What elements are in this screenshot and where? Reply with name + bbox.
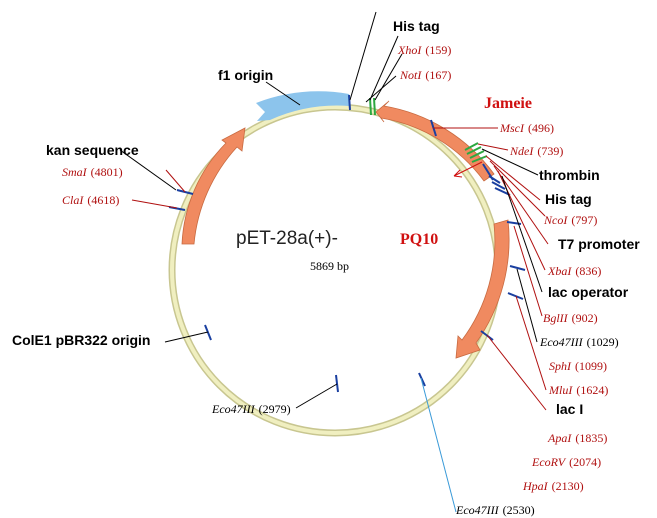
- site-enzyme-name: EcoRV: [531, 455, 567, 469]
- his-tag-pointer-arrow: [453, 161, 483, 178]
- f1-origin-arc: [256, 91, 349, 121]
- site-position: (1835): [575, 431, 607, 445]
- feature-his-tag-top: His tag: [393, 18, 440, 34]
- site-position: (902): [572, 311, 598, 325]
- feature-t7-promoter: T7 promoter: [558, 236, 640, 252]
- site-enzyme-name: Eco47III: [539, 335, 584, 349]
- site-xhoi: XhoI (159): [397, 41, 451, 58]
- leader-lines: [119, 11, 549, 513]
- lacI-gene-arrow: [455, 219, 510, 359]
- insert-gene-arrow: [375, 100, 495, 182]
- site-position: (2074): [569, 455, 601, 469]
- plasmid-name: pET-28a(+)-: [236, 228, 338, 249]
- site-position: (797): [571, 213, 597, 227]
- site-sphi: SphI (1099): [549, 357, 607, 374]
- site-hpai: HpaI (2130): [522, 477, 584, 494]
- site-enzyme-name: SphI: [549, 359, 572, 373]
- site-enzyme-name: MluI: [548, 383, 573, 397]
- site-noti: NotI (167): [399, 66, 451, 83]
- feature-lac-operator: lac operator: [548, 284, 629, 300]
- site-position: (4801): [91, 165, 123, 179]
- site-eco47iii-2530: Eco47III (2530): [455, 501, 535, 518]
- site-enzyme-name: BglII: [543, 311, 569, 325]
- site-position: (1624): [576, 383, 608, 397]
- feature-thrombin: thrombin: [539, 167, 600, 183]
- site-ecorv: EcoRV (2074): [531, 453, 601, 470]
- feature-cole1-origin: ColE1 pBR322 origin: [12, 332, 150, 348]
- site-enzyme-name: XhoI: [397, 43, 422, 57]
- site-smai: SmaI (4801): [62, 163, 123, 180]
- site-msci: MscI (496): [499, 119, 554, 136]
- site-enzyme-name: HpaI: [522, 479, 549, 493]
- site-position: (836): [575, 264, 601, 278]
- site-position: (2530): [503, 503, 535, 517]
- annotation-name: Jameie: [484, 95, 532, 112]
- site-enzyme-name: SmaI: [62, 165, 88, 179]
- site-position: (4618): [87, 193, 119, 207]
- plasmid-size: 5869 bp: [310, 259, 349, 273]
- site-apai: ApaI (1835): [547, 429, 607, 446]
- site-position: (1099): [575, 359, 607, 373]
- site-bglii: BglII (902): [543, 309, 598, 326]
- site-enzyme-name: Eco47III: [455, 503, 500, 517]
- feature-kan-sequence: kan sequence: [46, 142, 139, 158]
- insert-name: PQ10: [400, 231, 438, 248]
- site-enzyme-name: NotI: [399, 68, 422, 82]
- site-position: (159): [425, 43, 451, 57]
- site-position: (2130): [552, 479, 584, 493]
- his-tag-marks: [369, 97, 488, 163]
- site-position: (2979): [259, 402, 291, 416]
- site-enzyme-name: ClaI: [62, 193, 84, 207]
- site-mlui: MluI (1624): [548, 381, 608, 398]
- site-xbai: XbaI (836): [547, 262, 601, 279]
- site-ndei: NdeI (739): [509, 142, 563, 159]
- site-enzyme-name: XbaI: [547, 264, 572, 278]
- site-position: (496): [528, 121, 554, 135]
- site-enzyme-name: Eco47III: [211, 402, 256, 416]
- site-eco47iii-2979: Eco47III (2979): [211, 400, 291, 417]
- site-position: (167): [425, 68, 451, 82]
- feature-his-tag: His tag: [545, 191, 592, 207]
- site-enzyme-name: MscI: [499, 121, 525, 135]
- site-ncoi: NcoI (797): [543, 211, 597, 228]
- site-position: (1029): [587, 335, 619, 349]
- site-position: (739): [537, 144, 563, 158]
- site-eco47iii-1029: Eco47III (1029): [539, 333, 619, 350]
- site-clai: ClaI (4618): [62, 191, 119, 208]
- site-enzyme-name: NdeI: [509, 144, 534, 158]
- site-enzyme-name: ApaI: [547, 431, 572, 445]
- kan-gene-arrow: [181, 127, 246, 245]
- feature-f1-origin: f1 origin: [218, 67, 273, 83]
- feature-lac-i: lac I: [556, 401, 583, 417]
- site-enzyme-name: NcoI: [543, 213, 568, 227]
